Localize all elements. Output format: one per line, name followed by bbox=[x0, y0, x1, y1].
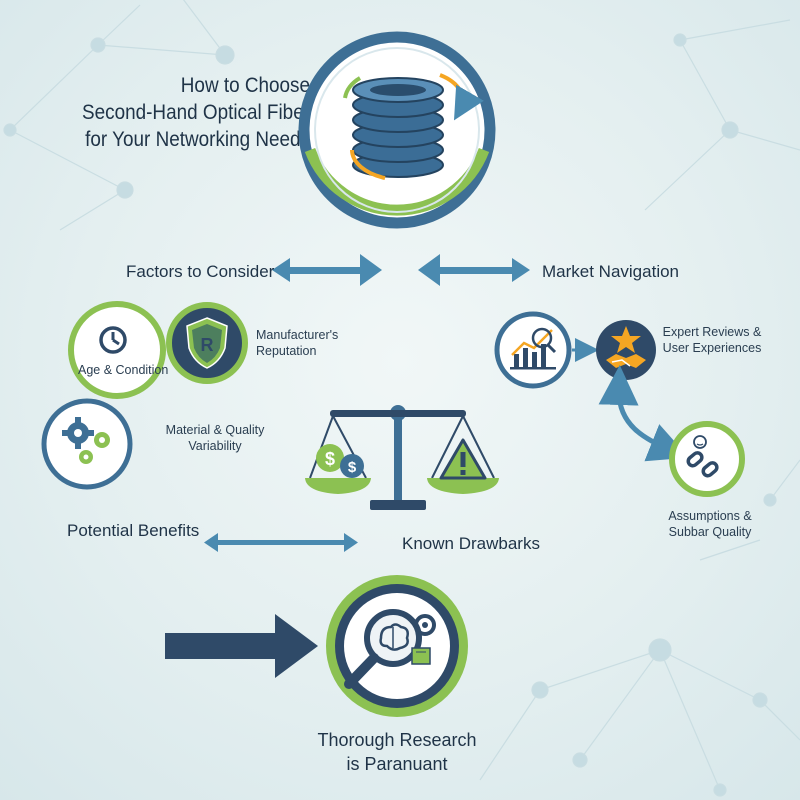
svg-text:$: $ bbox=[348, 459, 357, 476]
label-expert-line-1: Expert Reviews & bbox=[662, 325, 762, 339]
label-assumptions-line-2: Subbar Quality bbox=[668, 525, 752, 539]
conclusion-text: Thorough Research is Paranuant bbox=[292, 728, 502, 776]
title-line-3: for Your Networking Needs bbox=[85, 128, 310, 151]
warning-icon bbox=[439, 438, 487, 480]
research-arrow bbox=[165, 614, 318, 678]
fiber-spool-icon bbox=[298, 31, 496, 229]
heading-factors: Factors to Consider bbox=[126, 262, 275, 281]
conclusion-line-2: is Paranuant bbox=[346, 754, 448, 774]
balance-scale-icon bbox=[305, 405, 499, 510]
benefits-drawbacks-arrow bbox=[204, 533, 358, 552]
gears-icon bbox=[41, 398, 133, 490]
conclusion-line-1: Thorough Research bbox=[317, 730, 477, 750]
label-material-line-2: Variability bbox=[188, 439, 242, 453]
title-line-1: How to Choose bbox=[180, 74, 310, 97]
heading-drawbacks: Known Drawbarks bbox=[402, 534, 540, 553]
label-material: Material & Quality Variability bbox=[150, 422, 280, 454]
page-title: How to Choose Second-Hand Optical Fiber … bbox=[49, 72, 310, 153]
heading-benefits: Potential Benefits bbox=[67, 521, 200, 540]
label-expert-reviews: Expert Reviews & User Experiences bbox=[662, 324, 762, 356]
dollar-coins-icon: $ $ bbox=[316, 444, 364, 478]
label-age-condition: Age & Condition bbox=[78, 363, 169, 377]
heading-market: Market Navigation bbox=[542, 262, 680, 281]
label-assumptions: Assumptions & Subbar Quality bbox=[662, 508, 758, 540]
broken-link-icon bbox=[669, 421, 745, 497]
label-manufacturer-line-2: Reputation bbox=[256, 344, 317, 358]
age-condition-icon bbox=[68, 301, 166, 399]
label-manufacturer-line-1: Manufacturer's bbox=[256, 328, 339, 342]
curved-link-arrow bbox=[598, 365, 689, 462]
label-material-line-1: Material & Quality bbox=[165, 423, 265, 437]
header-arrows bbox=[272, 254, 530, 286]
title-line-2: Second-Hand Optical Fiber bbox=[82, 101, 310, 124]
label-assumptions-line-1: Assumptions & bbox=[668, 509, 752, 523]
shield-icon: R bbox=[166, 302, 248, 384]
analytics-magnifier-icon bbox=[494, 311, 572, 389]
svg-text:R: R bbox=[201, 335, 214, 355]
research-magnifier-icon bbox=[326, 575, 468, 717]
handshake-star-icon bbox=[596, 320, 656, 380]
svg-text:$: $ bbox=[325, 449, 335, 469]
label-manufacturer: Manufacturer's Reputation bbox=[256, 327, 338, 359]
label-expert-line-2: User Experiences bbox=[662, 341, 762, 355]
